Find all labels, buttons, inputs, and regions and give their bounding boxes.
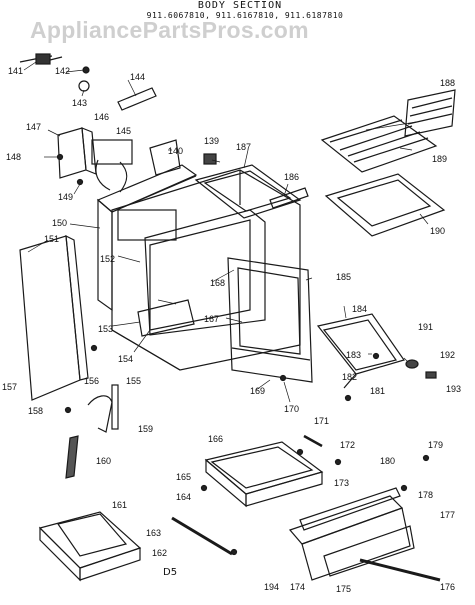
screw-part (56, 153, 64, 161)
callout-label: 145 (116, 126, 131, 136)
callout-label: 182 (342, 372, 357, 382)
callout-label: 184 (352, 304, 367, 314)
diagram-title: BODY SECTION (197, 0, 283, 11)
callout-label: 172 (340, 440, 355, 450)
screw-part (372, 352, 380, 360)
callout-label: 176 (440, 582, 455, 592)
bracket-part (117, 87, 157, 111)
hinge-part (87, 384, 119, 433)
callout-label: 169 (250, 386, 265, 396)
callout-label: 173 (334, 478, 349, 488)
screw-part (230, 548, 238, 556)
callout-label: 149 (58, 192, 73, 202)
callout-label: 156 (84, 376, 99, 386)
screw-part (400, 484, 408, 492)
callout-label: 143 (72, 98, 87, 108)
callout-label: 188 (440, 78, 455, 88)
screw-part (344, 394, 352, 402)
callout-label: 194 (264, 582, 279, 592)
rail-part (269, 187, 309, 209)
callout-labels: 141 142 143 144 147 146 145 148 149 150 … (2, 66, 461, 594)
front-frame-part (227, 257, 313, 383)
callout-label: 168 (210, 278, 225, 288)
oven-rack-part (320, 115, 438, 173)
callout-label: 180 (380, 456, 395, 466)
screw-part (64, 406, 72, 414)
callout-label: 157 (2, 382, 17, 392)
callout-label: 154 (118, 354, 133, 364)
leader-lines (23, 61, 429, 403)
side-panel-part (19, 234, 89, 401)
screw-part (90, 344, 98, 352)
drawer-part (204, 441, 324, 508)
rail-part (359, 558, 441, 582)
terminal-block-part (91, 139, 133, 193)
callout-label: 155 (126, 376, 141, 386)
bottom-panel-part (111, 299, 195, 371)
callout-label: 171 (314, 416, 329, 426)
top-frame-part (194, 164, 302, 219)
callout-label: 142 (55, 66, 70, 76)
callout-label: 178 (418, 490, 433, 500)
callout-label: 175 (336, 584, 351, 594)
callout-label: 181 (370, 386, 385, 396)
callout-label: 187 (236, 142, 251, 152)
screw-part (334, 458, 342, 466)
door-panel-part (288, 487, 415, 581)
callout-label: 160 (96, 456, 111, 466)
callout-label: 185 (336, 272, 351, 282)
callout-label: 163 (146, 528, 161, 538)
callout-label: 174 (290, 582, 305, 592)
screw-part (279, 374, 287, 382)
callout-label: 150 (52, 218, 67, 228)
spring-part (65, 435, 79, 479)
callout-label: 170 (284, 404, 299, 414)
callout-label: 167 (204, 314, 219, 324)
switch-part (149, 139, 217, 176)
rear-cover-part (57, 127, 97, 179)
broiler-panel-part (324, 173, 446, 237)
callout-label: 148 (6, 152, 21, 162)
callout-label: 162 (152, 548, 167, 558)
callout-label: 179 (428, 440, 443, 450)
callout-label: 191 (418, 322, 433, 332)
power-cord-part (19, 53, 63, 65)
callout-label: 165 (176, 472, 191, 482)
handle-part (303, 434, 323, 448)
callout-label: 146 (94, 112, 109, 122)
callout-label: 166 (208, 434, 223, 444)
callout-label: 161 (112, 500, 127, 510)
callout-label: 147 (26, 122, 41, 132)
rod-part (171, 516, 233, 556)
callout-label: 183 (346, 350, 361, 360)
callout-label: 151 (44, 234, 59, 244)
diagram-code: D5 (163, 567, 178, 578)
screw-part (296, 448, 304, 456)
callout-label: 177 (440, 510, 455, 520)
callout-label: 186 (284, 172, 299, 182)
callout-label: 189 (432, 154, 447, 164)
callout-label: 190 (430, 226, 445, 236)
screw-part (422, 454, 430, 462)
callout-label: 158 (28, 406, 43, 416)
watermark: AppliancePartsPros.com (30, 17, 309, 43)
callout-label: 141 (8, 66, 23, 76)
knob-part (405, 359, 437, 379)
callout-label: 152 (100, 254, 115, 264)
callout-label: 140 (168, 146, 183, 156)
model-numbers: 911.6067810, 911.6167810, 911.6187810 (146, 11, 344, 20)
callout-label: 192 (440, 350, 455, 360)
screw-part (200, 484, 208, 492)
door-gasket-part (316, 313, 405, 389)
callout-label: 159 (138, 424, 153, 434)
callout-label: 193 (446, 384, 461, 394)
callout-label: 153 (98, 324, 113, 334)
callout-label: 164 (176, 492, 191, 502)
screw-part (76, 178, 84, 186)
broiler-pan-part (38, 511, 142, 582)
callout-label: 139 (204, 136, 219, 146)
callout-label: 144 (130, 72, 145, 82)
